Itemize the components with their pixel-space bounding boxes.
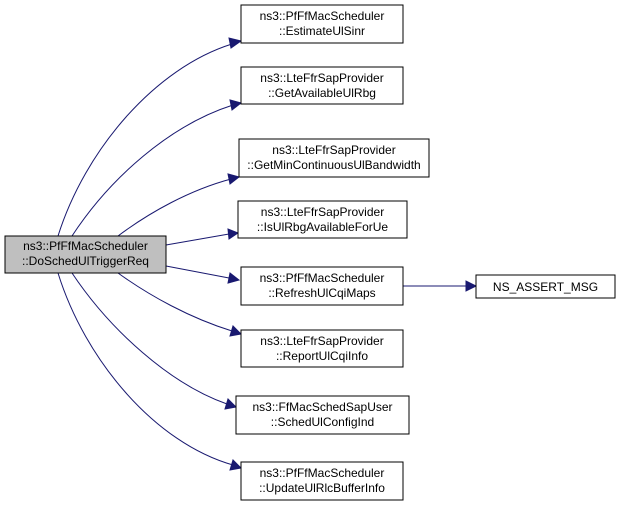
- arrowhead-refresh-assert: [465, 280, 478, 292]
- edge-root-getavail: [71, 104, 234, 237]
- edge-root-refresh: [165, 265, 230, 279]
- arrowhead-root-getavail: [229, 99, 243, 111]
- edge-root-isul: [165, 233, 230, 246]
- arrowhead-root-estimate: [228, 37, 243, 49]
- edge-root-report: [117, 272, 233, 332]
- node-getavail[interactable]: ns3::LteFfrSapProvider ::GetAvailableUlR…: [240, 66, 404, 105]
- node-root[interactable]: ns3::PfFfMacScheduler ::DoSchedUlTrigger…: [4, 235, 167, 274]
- node-getavail-line-1: ns3::LteFfrSapProvider: [260, 71, 383, 85]
- edge-root-estimate: [57, 43, 233, 237]
- edge-root-sched: [71, 272, 228, 405]
- node-getavail-line-2: ::GetAvailableUlRbg: [268, 86, 376, 100]
- arrowhead-root-update: [229, 459, 243, 471]
- node-report-line-2: ::ReportUlCqiInfo: [276, 349, 368, 363]
- node-estimate-line-2: ::EstimateUlSinr: [279, 24, 365, 38]
- node-update[interactable]: ns3::PfFfMacScheduler ::UpdateUlRlcBuffe…: [240, 461, 404, 501]
- node-estimate[interactable]: ns3::PfFfMacScheduler ::EstimateUlSinr: [240, 4, 404, 44]
- node-isul[interactable]: ns3::LteFfrSapProvider ::IsUlRbgAvailabl…: [237, 200, 408, 239]
- node-sched-line-1: ns3::FfMacSchedSapUser: [252, 400, 392, 414]
- node-refresh[interactable]: ns3::PfFfMacScheduler ::RefreshUlCqiMaps: [240, 266, 404, 306]
- node-assert-line-1: NS_ASSERT_MSG: [493, 280, 598, 294]
- node-update-line-2: ::UpdateUlRlcBufferInfo: [259, 481, 385, 495]
- node-root-line-2: ::DoSchedUlTriggerReq: [22, 254, 149, 268]
- node-sched[interactable]: ns3::FfMacSchedSapUser ::SchedUlConfigIn…: [235, 395, 410, 435]
- node-getmin-line-1: ns3::LteFfrSapProvider: [272, 143, 395, 157]
- node-isul-line-1: ns3::LteFfrSapProvider: [261, 205, 384, 219]
- arrowhead-root-isul: [227, 228, 240, 240]
- node-estimate-line-1: ns3::PfFfMacScheduler: [260, 9, 385, 23]
- node-getmin-line-2: ::GetMinContinuousUlBandwidth: [247, 158, 420, 172]
- node-getmin[interactable]: ns3::LteFfrSapProvider ::GetMinContinuou…: [238, 138, 430, 178]
- arrowhead-root-getmin: [227, 173, 241, 185]
- node-sched-line-2: ::SchedUlConfigInd: [271, 415, 374, 429]
- node-root-line-1: ns3::PfFfMacScheduler: [23, 239, 148, 253]
- edge-root-getmin: [117, 178, 232, 237]
- node-report[interactable]: ns3::LteFfrSapProvider ::ReportUlCqiInfo: [240, 329, 404, 368]
- node-refresh-line-2: ::RefreshUlCqiMaps: [268, 286, 375, 300]
- node-refresh-line-1: ns3::PfFfMacScheduler: [260, 271, 385, 285]
- arrowhead-root-sched: [224, 398, 238, 410]
- arrowhead-root-report: [229, 325, 243, 337]
- arrowhead-root-refresh: [227, 272, 241, 284]
- node-report-line-1: ns3::LteFfrSapProvider: [260, 334, 383, 348]
- node-assert[interactable]: NS_ASSERT_MSG: [475, 274, 616, 299]
- node-update-line-1: ns3::PfFfMacScheduler: [260, 466, 385, 480]
- edges: [57, 37, 478, 471]
- edge-root-update: [57, 272, 234, 466]
- node-isul-line-2: ::IsUlRbgAvailableForUe: [257, 220, 388, 234]
